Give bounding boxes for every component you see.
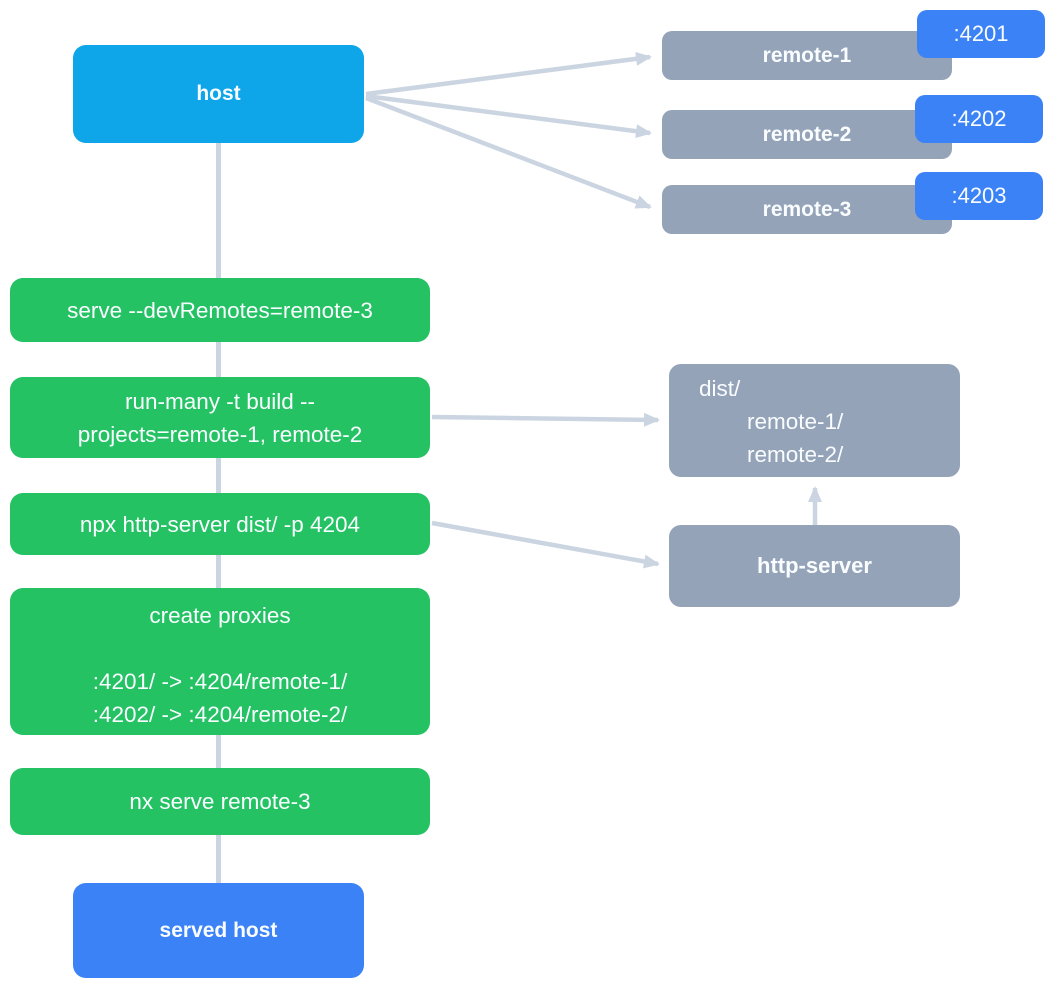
http-server-label: http-server (757, 553, 872, 578)
port-4203-label: :4203 (951, 183, 1007, 208)
port-badge-4202: :4202 (915, 95, 1043, 143)
proxy-rule-2: :4202/ -> :4204/remote-2/ (92, 702, 348, 727)
port-badge-4203: :4203 (915, 172, 1043, 220)
edge-run-many-to-dist (431, 412, 660, 427)
command-serve-text: serve --devRemotes=remote-3 (67, 297, 373, 323)
create-proxies-title: create proxies (149, 603, 291, 628)
port-4201-label: :4201 (953, 21, 1009, 46)
dist-folder-node: dist/ remote-1/ remote-2/ (669, 364, 960, 477)
edge-host-to-remote-3 (365, 95, 652, 210)
command-run-many-line1: run-many -t build -- (124, 388, 316, 414)
proxy-rule-1: :4201/ -> :4204/remote-1/ (92, 669, 348, 694)
command-npx-http-server-text: npx http-server dist/ -p 4204 (79, 511, 361, 537)
remote-1-label: remote-1 (762, 43, 852, 67)
dist-remote-2-label: remote-2/ (747, 442, 844, 467)
command-npx-http-server: npx http-server dist/ -p 4204 (10, 493, 430, 555)
remote-3-label: remote-3 (762, 197, 852, 221)
command-create-proxies: create proxies :4201/ -> :4204/remote-1/… (10, 588, 430, 735)
command-nx-serve-remote-3: nx serve remote-3 (10, 768, 430, 835)
dist-remote-1-label: remote-1/ (747, 409, 844, 434)
command-run-many-build: run-many -t build -- projects=remote-1, … (10, 377, 430, 458)
remote-1-node: remote-1 (662, 31, 952, 80)
remote-3-node: remote-3 (662, 185, 952, 234)
edge-host-to-remote-2 (365, 93, 652, 139)
port-4202-label: :4202 (951, 106, 1007, 131)
port-badge-4201: :4201 (917, 10, 1045, 58)
served-host-node: served host (73, 883, 364, 978)
command-serve-dev-remotes: serve --devRemotes=remote-3 (10, 278, 430, 342)
host-label: host (196, 82, 241, 105)
remote-2-label: remote-2 (762, 122, 852, 146)
command-run-many-line2: projects=remote-1, remote-2 (77, 421, 363, 447)
command-nx-serve-text: nx serve remote-3 (129, 789, 311, 814)
dist-folder-listing: dist/ remote-1/ remote-2/ (699, 372, 843, 471)
dist-root-label: dist/ (699, 376, 741, 401)
http-server-node: http-server (669, 525, 960, 607)
host-node: host (73, 45, 364, 143)
remote-2-node: remote-2 (662, 110, 952, 159)
edge-npx-to-http-server (431, 520, 660, 569)
served-host-label: served host (159, 918, 278, 942)
edge-host-to-remote-1 (365, 51, 652, 97)
proxy-rules: :4201/ -> :4204/remote-1/ :4202/ -> :420… (93, 665, 348, 731)
